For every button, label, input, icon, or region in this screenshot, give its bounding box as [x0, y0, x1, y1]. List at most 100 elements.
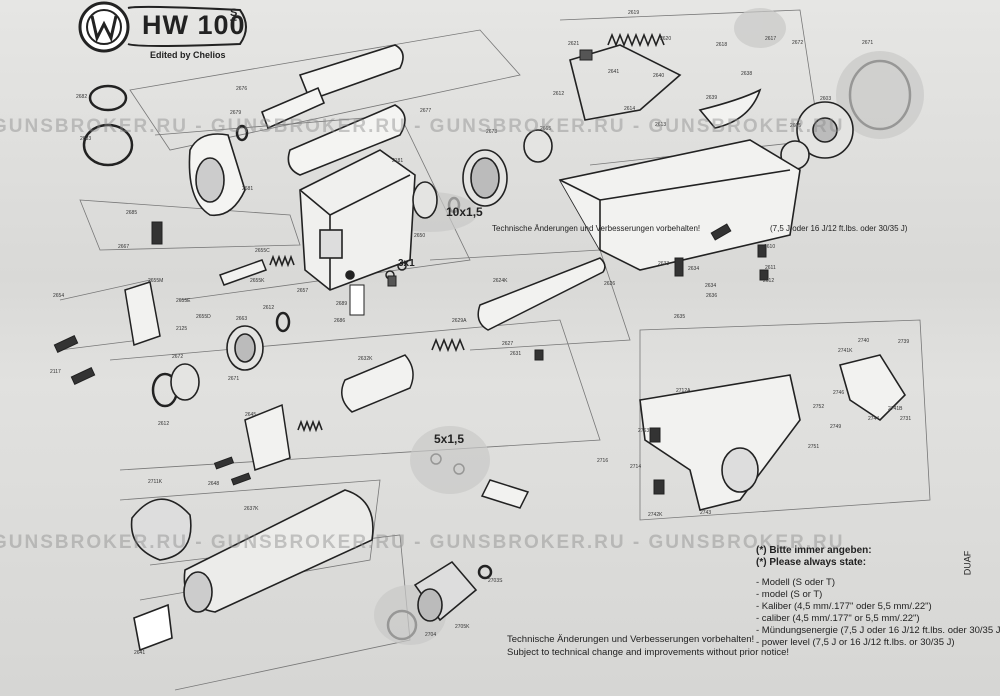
bolt-parts [124, 257, 606, 509]
variant-bottom: T [230, 18, 237, 30]
svg-text:2612: 2612 [553, 91, 564, 97]
change-notice-ghost: Technische Änderungen und Verbesserungen… [492, 224, 701, 233]
svg-text:2705K: 2705K [455, 624, 470, 630]
brand-logo [78, 1, 247, 53]
svg-text:2610: 2610 [764, 244, 775, 250]
svg-text:2619: 2619 [628, 10, 639, 16]
svg-text:2741K: 2741K [838, 348, 853, 354]
svg-text:2648: 2648 [208, 481, 219, 487]
svg-text:2605: 2605 [790, 123, 801, 129]
svg-text:2677: 2677 [420, 108, 431, 114]
svg-text:2617: 2617 [765, 36, 776, 42]
svg-text:2711K: 2711K [148, 479, 163, 485]
svg-text:2740: 2740 [858, 338, 869, 344]
svg-text:2683: 2683 [80, 136, 91, 142]
receiver-block [299, 149, 416, 291]
svg-text:2181: 2181 [392, 158, 403, 164]
svg-text:2686: 2686 [334, 318, 345, 324]
svg-text:2655E: 2655E [176, 298, 191, 304]
svg-text:2744: 2744 [868, 416, 879, 422]
svg-text:2636: 2636 [706, 293, 717, 299]
svg-text:2618: 2618 [716, 42, 727, 48]
svg-text:2689: 2689 [336, 301, 347, 307]
svg-text:2672: 2672 [172, 354, 183, 360]
svg-text:2681: 2681 [242, 186, 253, 192]
instruction-line: - caliber (4,5 mm/.177" or 5,5 mm/.22") [756, 613, 920, 624]
instruction-line: - Mündungsenergie (7,5 J oder 16 J/12 ft… [756, 625, 1000, 636]
svg-text:2125: 2125 [176, 326, 187, 332]
svg-text:2612: 2612 [263, 305, 274, 311]
svg-text:2739: 2739 [898, 339, 909, 345]
svg-text:2752: 2752 [813, 404, 824, 410]
svg-text:2763: 2763 [638, 428, 649, 434]
seal-size-label: 5x1,5 [434, 432, 465, 446]
spec-ghost-text: (7,5 J oder 16 J/12 ft.lbs. oder 30/35 J… [770, 224, 908, 233]
svg-text:2746: 2746 [833, 390, 844, 396]
watermark-top: GUNSBROKER.RU - GUNSBROKER.RU - GUNSBROK… [0, 116, 845, 137]
svg-text:2621: 2621 [568, 41, 579, 47]
svg-text:2685: 2685 [126, 210, 137, 216]
instructions-heading-en: (*) Please always state: [756, 557, 867, 568]
ordering-instructions: (*) Bitte immer angeben: (*) Please alwa… [756, 545, 1000, 649]
svg-text:2641: 2641 [134, 650, 145, 656]
svg-text:2682: 2682 [76, 94, 87, 100]
svg-text:2665: 2665 [540, 126, 551, 132]
action-housing [558, 44, 907, 511]
svg-text:2603: 2603 [820, 96, 831, 102]
svg-text:2614: 2614 [624, 106, 635, 112]
watermark-bottom: GUNSBROKER.RU - GUNSBROKER.RU - GUNSBROK… [0, 532, 845, 553]
svg-text:2624K: 2624K [493, 278, 508, 284]
svg-text:2631: 2631 [510, 351, 521, 357]
svg-text:2634: 2634 [705, 283, 716, 289]
brand-variant: S T [230, 8, 237, 30]
instruction-line: - Kaliber (4,5 mm/.177" oder 5,5 mm/.22"… [756, 601, 932, 612]
svg-text:2676: 2676 [236, 86, 247, 92]
seal-size-label: 10x1,5 [446, 205, 483, 219]
svg-text:2650: 2650 [414, 233, 425, 239]
svg-text:2716: 2716 [597, 458, 608, 464]
svg-text:2629A: 2629A [452, 318, 467, 324]
instructions-heading-de: (*) Bitte immer angeben: [756, 545, 872, 556]
svg-text:2632K: 2632K [358, 356, 373, 362]
svg-text:2673: 2673 [486, 129, 497, 135]
instruction-line: - model (S or T) [756, 589, 823, 600]
svg-text:2655C: 2655C [255, 248, 270, 254]
svg-text:2637K: 2637K [244, 506, 259, 512]
svg-text:2655K: 2655K [250, 278, 265, 284]
svg-text:2117: 2117 [50, 369, 61, 375]
springs [269, 32, 665, 433]
instruction-line: - power level (7,5 J or 16 J/12 ft.lbs. … [756, 637, 955, 648]
svg-text:2620: 2620 [660, 36, 671, 42]
svg-text:2612: 2612 [763, 278, 774, 284]
brand-title: HW 100 [142, 10, 246, 40]
svg-text:2671: 2671 [228, 376, 239, 382]
svg-text:2645: 2645 [245, 412, 256, 418]
svg-text:2671: 2671 [862, 40, 873, 46]
svg-text:2704: 2704 [425, 632, 436, 638]
svg-text:2672: 2672 [792, 40, 803, 46]
svg-text:2731: 2731 [900, 416, 911, 422]
svg-text:2626: 2626 [604, 281, 615, 287]
cylinder-assembly [188, 44, 406, 217]
editor-credit: Edited by Chelios [150, 50, 226, 60]
side-code: DUAF [962, 550, 973, 576]
svg-text:2639: 2639 [706, 95, 717, 101]
svg-text:2613: 2613 [655, 122, 666, 128]
screws [53, 49, 769, 495]
svg-text:2657: 2657 [297, 288, 308, 294]
svg-text:2741B: 2741B [888, 406, 903, 412]
svg-text:2635: 2635 [674, 314, 685, 320]
valve-assembly [170, 101, 854, 401]
seal-size-label: 3x1 [398, 258, 415, 269]
variant-top: S [230, 7, 238, 19]
svg-text:2633: 2633 [658, 261, 669, 267]
svg-text:2640: 2640 [653, 73, 664, 79]
svg-text:2663: 2663 [236, 316, 247, 322]
svg-text:2742K: 2742K [648, 512, 663, 518]
svg-text:2641: 2641 [608, 69, 619, 75]
svg-text:2654: 2654 [53, 293, 64, 299]
svg-text:2612: 2612 [158, 421, 169, 427]
change-notice-de: Technische Änderungen und Verbesserungen… [507, 634, 755, 645]
